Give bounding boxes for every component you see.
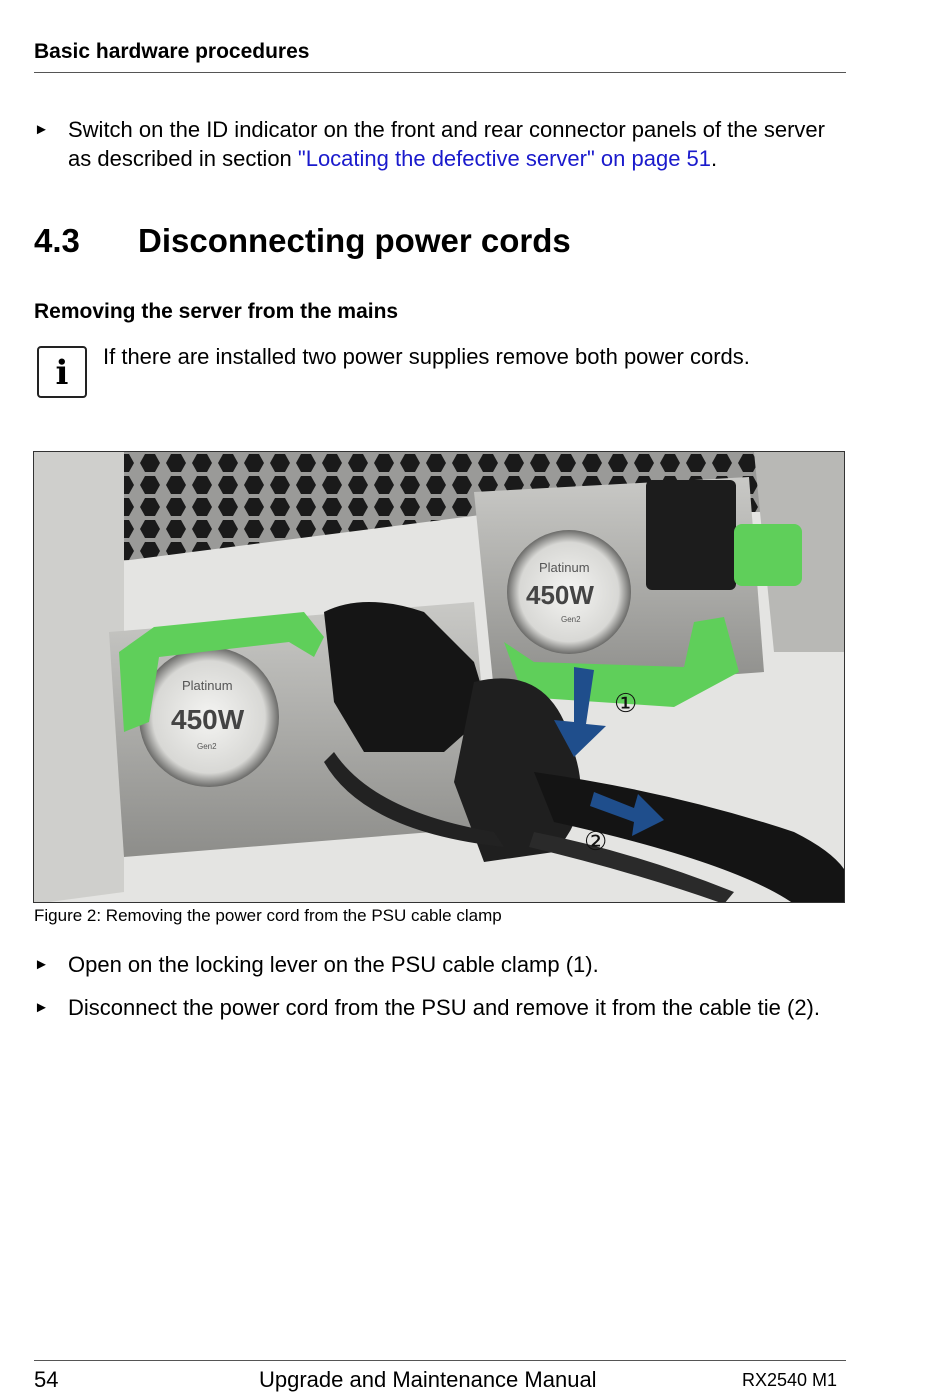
- section-number: 4.3: [34, 222, 80, 259]
- step-2-text: Disconnect the power cord from the PSU a…: [68, 995, 820, 1020]
- header-rule: [34, 72, 846, 73]
- callout-2: ②: [584, 827, 607, 857]
- lower-psu-brand: Platinum: [182, 678, 233, 693]
- callout-1: ①: [614, 689, 637, 719]
- page-number: 54: [34, 1367, 59, 1392]
- lower-psu-handle: [119, 612, 324, 732]
- manual-title: Upgrade and Maintenance Manual: [259, 1367, 597, 1392]
- footer-rule: [34, 1360, 846, 1361]
- upper-psu-rating: 450W: [526, 580, 594, 610]
- upper-psu-handle: [504, 617, 739, 707]
- cable-tie: [529, 832, 734, 902]
- chassis-side: [34, 452, 124, 902]
- arrow-right-icon: [590, 792, 664, 836]
- subheading: Removing the server from the mains: [34, 300, 399, 323]
- cable-clamp: [454, 678, 581, 862]
- lower-psu-gen: Gen2: [197, 742, 217, 751]
- step-1-text: Open on the locking lever on the PSU cab…: [68, 952, 599, 977]
- arrow-down-icon: [554, 667, 606, 757]
- bullet-arrow-icon: ►: [34, 121, 49, 138]
- model-name: RX2540 M1: [742, 1370, 838, 1390]
- cross-reference-link[interactable]: "Locating the defective server" on page …: [297, 146, 712, 171]
- info-icon: i: [37, 346, 87, 398]
- section-title: Disconnecting power cords: [138, 222, 571, 259]
- upper-ac-inlet: [646, 480, 736, 590]
- lower-psu-rating: 450W: [171, 704, 245, 735]
- intro-step-text: Switch on the ID indicator on the front …: [68, 117, 825, 171]
- note-text: If there are installed two power supplie…: [103, 344, 750, 369]
- lower-psu-fan-label: [139, 647, 279, 787]
- bullet-arrow-icon: ►: [34, 999, 49, 1016]
- running-header: Basic hardware procedures: [34, 40, 310, 63]
- figure-psu-photo: Platinum 450W Gen2 Platinum 450W Gen2 ① …: [33, 451, 845, 903]
- upper-psu-gen: Gen2: [561, 615, 581, 624]
- upper-psu-fan-label: [507, 530, 631, 654]
- upper-psu-brand: Platinum: [539, 560, 590, 575]
- upper-release-tab: [734, 524, 802, 586]
- power-plug: [324, 602, 489, 752]
- bullet-arrow-icon: ►: [34, 956, 49, 973]
- figure-caption: Figure 2: Removing the power cord from t…: [34, 906, 502, 925]
